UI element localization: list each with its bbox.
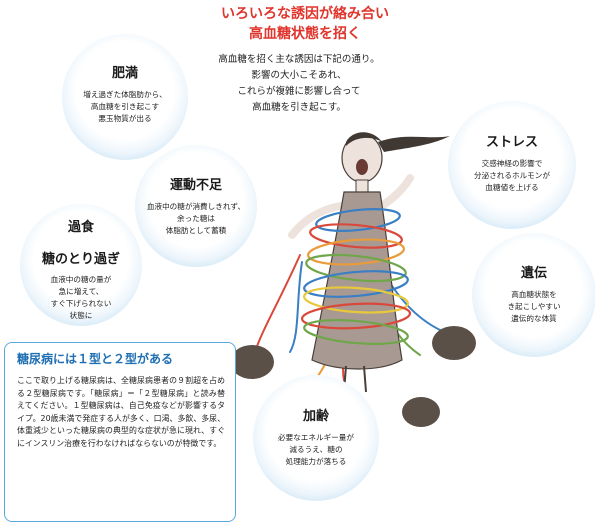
page-title: いろいろな誘因が絡み合い 高血糖状態を招く bbox=[190, 4, 420, 44]
coil-1 bbox=[315, 208, 401, 232]
intro-line-4: 高血糖を引き起こす。 bbox=[252, 102, 346, 113]
factor-obesity-bubble: 肥満 増え過ぎた体脂肪から、 高血糖を引き起こす 悪玉物質が出る bbox=[62, 34, 188, 160]
factor-stress-body-line: 分泌されるホルモンが bbox=[474, 171, 550, 180]
info-box-body: ここで取り上げる糖尿病は、全糖尿病患者の９割超を占める２型糖尿病です。「糖尿病」… bbox=[17, 376, 225, 448]
weight-left bbox=[230, 345, 274, 379]
factor-exercise-body-line: 余った糖は bbox=[177, 214, 215, 223]
intro-text: 高血糖を招く主な誘因は下記の通り。 影響の大小こそあれ、 これらが複雑に影響し合… bbox=[196, 52, 402, 116]
factor-genetics-body-line: 高血糖状態を bbox=[511, 290, 557, 299]
factor-genetics-title: 遺伝 bbox=[520, 266, 547, 281]
factor-exercise-body-line: 血液中の糖が消費しきれず、 bbox=[146, 202, 246, 211]
factor-exercise-title: 運動不足 bbox=[169, 178, 222, 193]
factor-aging-body-line: 必要なエネルギー量が bbox=[278, 433, 354, 442]
rope-left-red bbox=[254, 254, 301, 353]
coil-7 bbox=[300, 302, 412, 330]
coil-5 bbox=[303, 270, 409, 298]
hair-top bbox=[346, 132, 382, 146]
factor-genetics-body-line: き起こしやすい bbox=[507, 302, 561, 311]
factor-aging-body: 必要なエネルギー量が 減るうえ、糖の 処理能力が落ちる bbox=[253, 432, 379, 468]
factor-stress-body-line: 血糖値を上げる bbox=[485, 183, 539, 192]
factor-stress-body: 交感神経の影響で 分泌されるホルモンが 血糖値を上げる bbox=[448, 158, 576, 194]
weight-right bbox=[432, 326, 476, 360]
intro-line-1: 高血糖を招く主な誘因は下記の通り。 bbox=[218, 54, 380, 65]
factor-obesity-body-line: 悪玉物質が出る bbox=[98, 114, 152, 123]
arm-right bbox=[378, 174, 414, 210]
factor-overeating-body: 血液中の糖の量が 急に増えて、 すぐ下げられない 状態に bbox=[20, 274, 142, 322]
factor-aging-title: 加齢 bbox=[302, 409, 329, 424]
intro-line-3: これらが複雑に影響し合って bbox=[237, 86, 361, 97]
coil-8 bbox=[303, 319, 409, 345]
factor-genetics-body-line: 遺伝的な体質 bbox=[511, 314, 557, 323]
coil-4 bbox=[305, 253, 407, 283]
factor-obesity-body-line: 高血糖を引き起こす bbox=[90, 102, 160, 111]
arm-left bbox=[288, 202, 344, 239]
mouth bbox=[356, 159, 368, 175]
diabetes-types-info-box: 糖尿病には１型と２型がある ここで取り上げる糖尿病は、全糖尿病患者の９割超を占め… bbox=[4, 342, 236, 522]
factor-exercise-bubble: 運動不足 血液中の糖が消費しきれず、 余った糖は 体脂肪として蓄積 bbox=[135, 145, 257, 267]
coil-3 bbox=[307, 238, 405, 266]
factor-overeating-body-line: 血液中の糖の量が bbox=[50, 275, 112, 284]
rope-left-blue bbox=[289, 261, 303, 353]
coil-6 bbox=[303, 286, 409, 314]
factor-obesity-body: 増え過ぎた体脂肪から、 高血糖を引き起こす 悪玉物質が出る bbox=[62, 89, 188, 125]
factor-genetics-body: 高血糖状態を き起こしやすい 遺伝的な体質 bbox=[472, 289, 595, 325]
factor-overeating-body-line: 状態に bbox=[69, 311, 93, 320]
factor-overeating-title-1: 過食 bbox=[67, 220, 94, 235]
leg-right bbox=[363, 365, 367, 393]
factor-overeating-body-line: すぐ下げられない bbox=[50, 299, 112, 308]
weights bbox=[230, 326, 476, 427]
intro-line-2: 影響の大小こそあれ、 bbox=[251, 70, 347, 81]
factor-stress-body-line: 交感神経の影響で bbox=[481, 159, 543, 168]
factor-obesity-title: 肥満 bbox=[111, 66, 138, 81]
factor-exercise-body: 血液中の糖が消費しきれず、 余った糖は 体脂肪として蓄積 bbox=[135, 201, 257, 237]
weight-bottom bbox=[402, 397, 440, 427]
factor-aging-body-line: 処理能力が落ちる bbox=[285, 457, 347, 466]
factor-obesity-body-line: 増え過ぎた体脂肪から、 bbox=[83, 90, 167, 99]
factor-genetics-bubble: 遺伝 高血糖状態を き起こしやすい 遺伝的な体質 bbox=[472, 233, 595, 357]
factor-exercise-body-line: 体脂肪として蓄積 bbox=[165, 226, 227, 235]
title-line-2: 高血糖状態を招く bbox=[249, 26, 361, 42]
factor-stress-title: ストレス bbox=[485, 135, 538, 150]
coil-2 bbox=[309, 223, 403, 249]
factor-aging-body-line: 減るうえ、糖の bbox=[289, 445, 343, 454]
factor-aging-bubble: 加齢 必要なエネルギー量が 減るうえ、糖の 処理能力が落ちる bbox=[253, 375, 379, 501]
title-line-1: いろいろな誘因が絡み合い bbox=[221, 6, 389, 22]
factor-overeating-title-2: 糖のとり過ぎ bbox=[41, 252, 120, 267]
info-box-title: 糖尿病には１型と２型がある bbox=[17, 352, 174, 366]
factor-overeating-bubble: 過食 糖のとり過ぎ 血液中の糖の量が 急に増えて、 すぐ下げられない 状態に bbox=[20, 204, 142, 326]
ponytail bbox=[378, 136, 450, 152]
factor-overeating-body-line: 急に増えて、 bbox=[58, 287, 104, 296]
factor-stress-bubble: ストレス 交感神経の影響で 分泌されるホルモンが 血糖値を上げる bbox=[448, 101, 576, 229]
